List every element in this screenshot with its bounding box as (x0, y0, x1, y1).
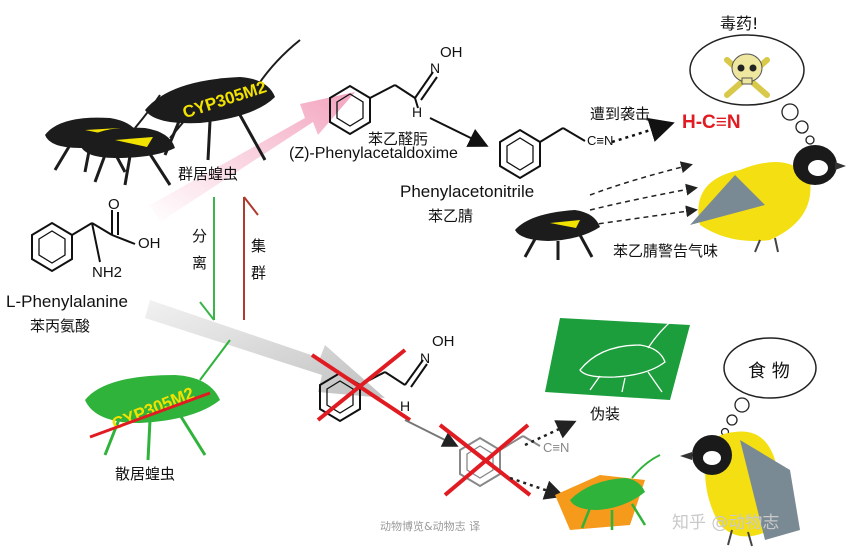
nitrile-en: Phenylacetonitrile (400, 182, 535, 201)
crossed-nitrile (438, 423, 541, 497)
skull-icon (724, 53, 770, 98)
gregarious-locust-group: CYP305M2 (45, 39, 301, 186)
gregarious-label: 群居蝗虫 (178, 165, 239, 183)
nitrile-cn: C≡N (587, 133, 614, 148)
food-thought-bubble (720, 337, 817, 437)
gene-strike (89, 391, 211, 439)
great-tit-top (690, 145, 846, 253)
aldoxime-to-nitrile-arrow (429, 117, 489, 147)
hcn-label: H-C≡N (682, 112, 741, 133)
gather-label-1: 集 (251, 237, 267, 255)
crossed-cn: C≡N (543, 440, 570, 455)
poison-label: 毒药! (720, 14, 759, 33)
food-label: 食 物 (748, 361, 790, 382)
camouflage-label: 伪装 (590, 405, 621, 423)
nitrile-structure (499, 127, 586, 180)
aldoxime-structure (329, 71, 438, 136)
phe-oh: OH (138, 235, 161, 252)
attack-arrow (611, 117, 675, 144)
gather-label-2: 群 (251, 264, 267, 282)
separate-label-1: 分 (192, 227, 208, 245)
crossed-n: N (420, 350, 431, 366)
gray-pathway-arrow (145, 300, 385, 398)
pink-pathway-arrow (150, 92, 355, 222)
camouflage-dotted-arrow-2 (509, 476, 565, 500)
crossed-aldoxime (310, 348, 428, 423)
crossed-h: H (400, 398, 411, 414)
leaf-locust (555, 454, 661, 530)
aldoxime-h: H (412, 104, 423, 120)
aldoxime-en: (Z)-Phenylacetaldoxime (289, 145, 458, 162)
crossed-oh: OH (432, 333, 455, 350)
separate-arrow (199, 197, 215, 321)
phe-o: O (108, 196, 120, 213)
attack-label: 遭到袭击 (590, 105, 651, 123)
phenylalanine-zh: 苯丙氨酸 (30, 317, 91, 335)
camouflage-dotted-arrow-1 (524, 420, 577, 447)
aldoxime-n: N (430, 60, 441, 76)
separate-label-2: 离 (192, 254, 208, 272)
nitrile-zh: 苯乙腈 (428, 207, 474, 225)
gray-small-arrow (404, 419, 459, 447)
camouflage-panel (545, 317, 690, 400)
gather-arrow (243, 196, 259, 320)
aldoxime-zh: 苯乙醛肟 (368, 130, 429, 148)
phe-nh2: NH2 (92, 264, 123, 281)
odor-locust (515, 210, 600, 260)
great-tit-bottom (680, 431, 800, 547)
solitary-locust: CYP305M2 (85, 339, 231, 461)
odor-arrows (589, 161, 698, 226)
watermark-zhihu: 知乎 @动物志 (672, 513, 780, 533)
aldoxime-oh: OH (440, 44, 463, 61)
watermark-translator: 动物博览&动物志 译 (380, 520, 481, 533)
odor-label: 苯乙腈警告气味 (613, 242, 719, 260)
phenylalanine-en: L-Phenylalanine (6, 292, 128, 311)
phenylalanine-structure (31, 210, 136, 273)
solitary-label: 散居蝗虫 (115, 465, 176, 483)
